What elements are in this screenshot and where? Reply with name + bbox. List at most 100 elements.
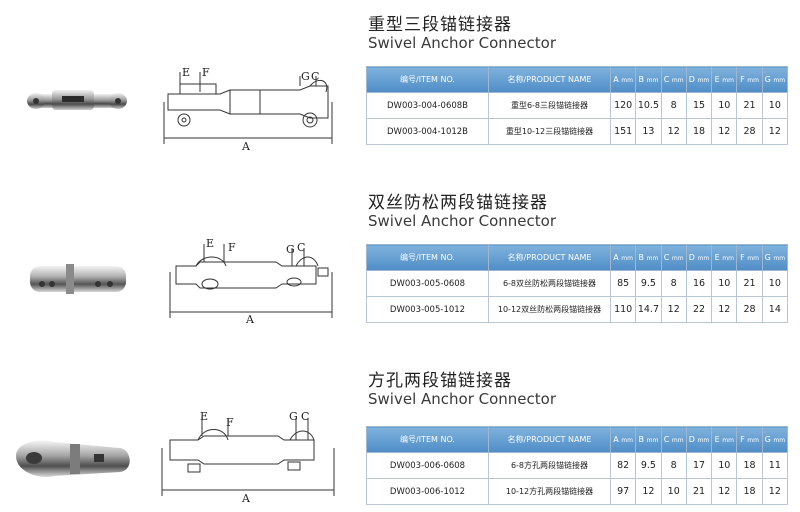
header-dim-g: G mm xyxy=(761,244,789,271)
cell-product-name: 10-12双丝防松两段锚链接器 xyxy=(488,296,611,323)
header-product-name: 名称/PRODUCT NAME xyxy=(488,244,611,271)
cell-dim-b: 9.5 xyxy=(635,452,662,479)
technical-drawing-1: E F G C A xyxy=(163,66,333,152)
cell-item-no: DW003-006-0608 xyxy=(366,452,489,479)
table-header-row: 编号/ITEM NO. 名称/PRODUCT NAME A mm B mm C … xyxy=(366,244,789,271)
header-item-no: 编号/ITEM NO. xyxy=(366,244,489,271)
cell-dim-f: 28 xyxy=(736,296,763,323)
cell-dim-a: 120 xyxy=(609,92,637,119)
cell-dim-c: 8 xyxy=(660,452,687,479)
product-section-1: E F G C A 重型三段锚链接器 Swivel Anchor Connect… xyxy=(0,0,800,170)
header-dim-e: E mm xyxy=(711,426,738,453)
cell-dim-a: 82 xyxy=(609,452,637,479)
cell-dim-b: 13 xyxy=(635,118,662,145)
spec-table-2: 编号/ITEM NO. 名称/PRODUCT NAME A mm B mm C … xyxy=(366,244,789,323)
table-row: DW003-006-0608 6-8方孔两段锚链接器 82 9.5 8 17 1… xyxy=(366,452,789,479)
header-dim-f: F mm xyxy=(736,66,763,93)
header-dim-f: F mm xyxy=(736,426,763,453)
header-dim-b: B mm xyxy=(635,426,662,453)
product-section-3: E F G C A 方孔两段锚链接器 Swivel Anchor Connect… xyxy=(0,350,800,512)
cell-item-no: DW003-004-1012B xyxy=(366,118,489,145)
dim-label-f: F xyxy=(226,416,234,429)
dim-label-g: G xyxy=(286,243,295,256)
dim-label-f: F xyxy=(202,66,210,79)
header-dim-a: A mm xyxy=(609,244,637,271)
spec-table-1: 编号/ITEM NO. 名称/PRODUCT NAME A mm B mm C … xyxy=(366,66,789,145)
cell-dim-f: 21 xyxy=(736,270,763,297)
cell-dim-c: 10 xyxy=(660,478,687,505)
cell-dim-a: 110 xyxy=(609,296,637,323)
header-dim-a: A mm xyxy=(609,66,637,93)
cell-dim-c: 8 xyxy=(660,270,687,297)
header-dim-g: G mm xyxy=(761,66,789,93)
header-dim-b: B mm xyxy=(635,244,662,271)
header-item-no: 编号/ITEM NO. xyxy=(366,66,489,93)
product-photo-2 xyxy=(30,264,126,294)
dim-label-a: A xyxy=(241,140,251,152)
dim-label-a: A xyxy=(245,313,255,324)
dim-label-c: C xyxy=(301,410,309,423)
table-row: DW003-004-0608B 重型6-8三段锚链接器 120 10.5 8 1… xyxy=(366,92,789,119)
dim-label-c: C xyxy=(297,241,305,254)
header-dim-a: A mm xyxy=(609,426,637,453)
header-dim-f: F mm xyxy=(736,244,763,271)
dim-label-f: F xyxy=(228,241,236,254)
cell-dim-d: 15 xyxy=(685,92,713,119)
section-title-en: Swivel Anchor Connector xyxy=(368,390,556,408)
cell-dim-f: 28 xyxy=(736,118,763,145)
cell-dim-d: 21 xyxy=(685,478,713,505)
header-product-name: 名称/PRODUCT NAME xyxy=(488,66,611,93)
cell-item-no: DW003-004-0608B xyxy=(366,92,489,119)
cell-dim-b: 9.5 xyxy=(635,270,662,297)
table-row: DW003-005-1012 10-12双丝防松两段锚链接器 110 14.7 … xyxy=(366,296,789,323)
cell-dim-g: 11 xyxy=(761,452,789,479)
technical-drawing-2: E F G C A xyxy=(169,237,333,324)
cell-dim-d: 16 xyxy=(685,270,713,297)
cell-dim-e: 10 xyxy=(711,452,738,479)
cell-dim-e: 12 xyxy=(711,296,738,323)
header-dim-c: C mm xyxy=(660,244,687,271)
cell-dim-d: 18 xyxy=(685,118,713,145)
table-row: DW003-004-1012B 重型10-12三段锚链接器 151 13 12 … xyxy=(366,118,789,145)
cell-dim-b: 14.7 xyxy=(635,296,662,323)
cell-dim-c: 12 xyxy=(660,118,687,145)
cell-dim-e: 10 xyxy=(711,92,738,119)
header-dim-b: B mm xyxy=(635,66,662,93)
dim-label-c: C xyxy=(311,70,319,83)
cell-product-name: 重型10-12三段锚链接器 xyxy=(488,118,611,145)
cell-dim-g: 14 xyxy=(761,296,789,323)
cell-dim-g: 12 xyxy=(761,118,789,145)
header-dim-d: D mm xyxy=(685,426,713,453)
cell-product-name: 6-8方孔两段锚链接器 xyxy=(488,452,611,479)
dim-label-e: E xyxy=(200,410,208,423)
cell-dim-c: 8 xyxy=(660,92,687,119)
cell-product-name: 重型6-8三段锚链接器 xyxy=(488,92,611,119)
dim-label-g: G xyxy=(289,410,298,423)
header-dim-g: G mm xyxy=(761,426,789,453)
product-section-2: E F G C A 双丝防松两段锚链接器 Swivel Anchor Conne… xyxy=(0,172,800,342)
cell-dim-a: 85 xyxy=(609,270,637,297)
header-dim-e: E mm xyxy=(711,244,738,271)
cell-item-no: DW003-006-1012 xyxy=(366,478,489,505)
dim-label-e: E xyxy=(206,237,214,250)
dim-label-a: A xyxy=(241,492,251,502)
cell-dim-b: 10.5 xyxy=(635,92,662,119)
spec-table-3: 编号/ITEM NO. 名称/PRODUCT NAME A mm B mm C … xyxy=(366,426,789,505)
table-row: DW003-006-1012 10-12方孔两段锚链接器 97 12 10 21… xyxy=(366,478,789,505)
cell-dim-a: 97 xyxy=(609,478,637,505)
product-photo-1 xyxy=(27,90,127,110)
cell-dim-e: 10 xyxy=(711,270,738,297)
cell-dim-b: 12 xyxy=(635,478,662,505)
section-title-cn: 重型三段锚链接器 xyxy=(368,15,512,35)
product-photo-3 xyxy=(16,440,130,478)
cell-product-name: 10-12方孔两段锚链接器 xyxy=(488,478,611,505)
cell-dim-c: 12 xyxy=(660,296,687,323)
cell-item-no: DW003-005-0608 xyxy=(366,270,489,297)
technical-drawing-3: E F G C A xyxy=(161,410,335,502)
table-header-row: 编号/ITEM NO. 名称/PRODUCT NAME A mm B mm C … xyxy=(366,426,789,453)
cell-dim-g: 10 xyxy=(761,270,789,297)
section-title-en: Swivel Anchor Connector xyxy=(368,212,556,230)
dim-label-e: E xyxy=(182,66,190,79)
section-title-en: Swivel Anchor Connector xyxy=(368,34,556,52)
table-header-row: 编号/ITEM NO. 名称/PRODUCT NAME A mm B mm C … xyxy=(366,66,789,93)
